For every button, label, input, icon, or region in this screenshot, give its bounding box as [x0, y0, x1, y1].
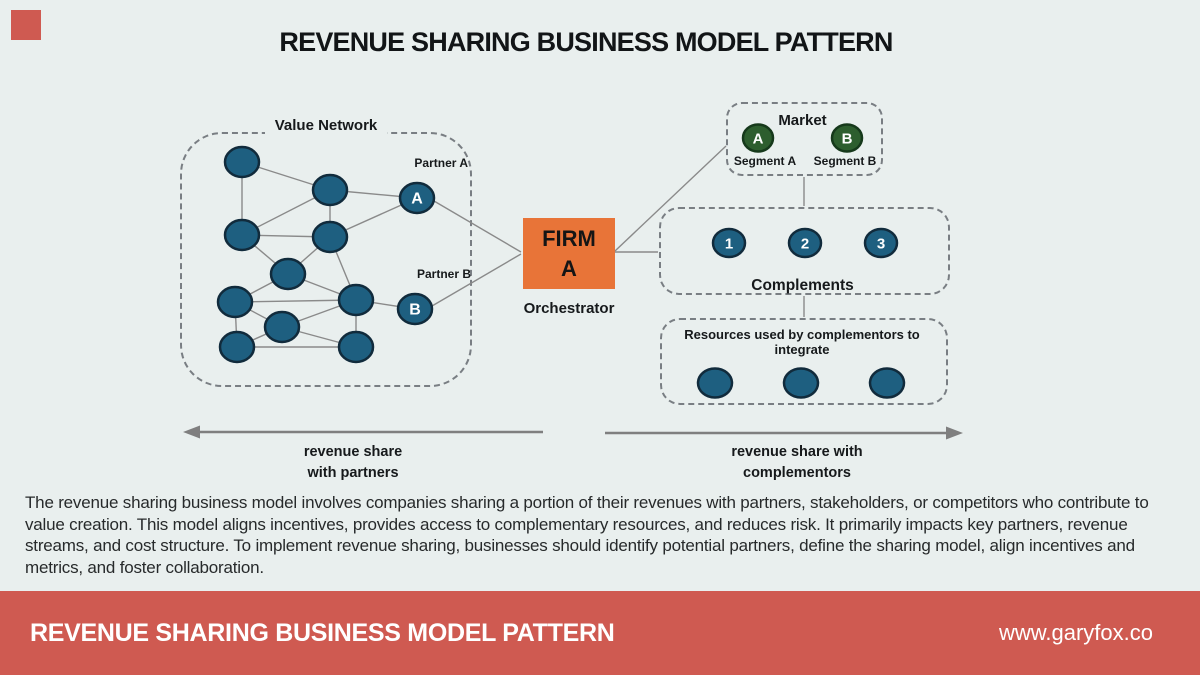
revenue-share-arrow-right: [605, 426, 963, 440]
footer-title: REVENUE SHARING BUSINESS MODEL PATTERN: [30, 618, 615, 647]
resources-box: [660, 318, 948, 405]
revenue-share-complementors-label: revenue share with complementors: [731, 444, 863, 481]
resources-label: Resources used by complementors to integ…: [684, 327, 920, 357]
partner-b-label: Partner B: [416, 267, 471, 281]
footer-banner: REVENUE SHARING BUSINESS MODEL PATTERN w…: [0, 591, 1200, 675]
complements-label: Complements: [751, 277, 854, 294]
market-label: Market: [778, 112, 827, 129]
footer-website: www.garyfox.co: [998, 620, 1153, 645]
value-network-box: [180, 132, 472, 387]
corner-accent-square: [11, 10, 41, 40]
page-title: REVENUE SHARING BUSINESS MODEL PATTERN: [279, 27, 893, 57]
segment-a-label: Segment A: [733, 154, 797, 168]
orchestrator-label: Orchestrator: [523, 300, 615, 317]
revenue-share-arrow-left: [183, 425, 543, 439]
segment-b-label: Segment B: [813, 154, 877, 168]
value-network-label-wrap: Value Network: [180, 117, 472, 135]
description-text: The revenue sharing business model invol…: [25, 493, 1149, 577]
partner-a-label: Partner A: [414, 156, 468, 170]
arrow-left-head-icon: [183, 425, 200, 439]
arrow-right-head-icon: [946, 426, 963, 440]
value-network-label: Value Network: [264, 117, 388, 134]
firm-a-box: FIRM A: [523, 218, 615, 289]
market-box: [726, 102, 883, 176]
revenue-share-partners-label: revenue share with partners: [303, 444, 403, 481]
